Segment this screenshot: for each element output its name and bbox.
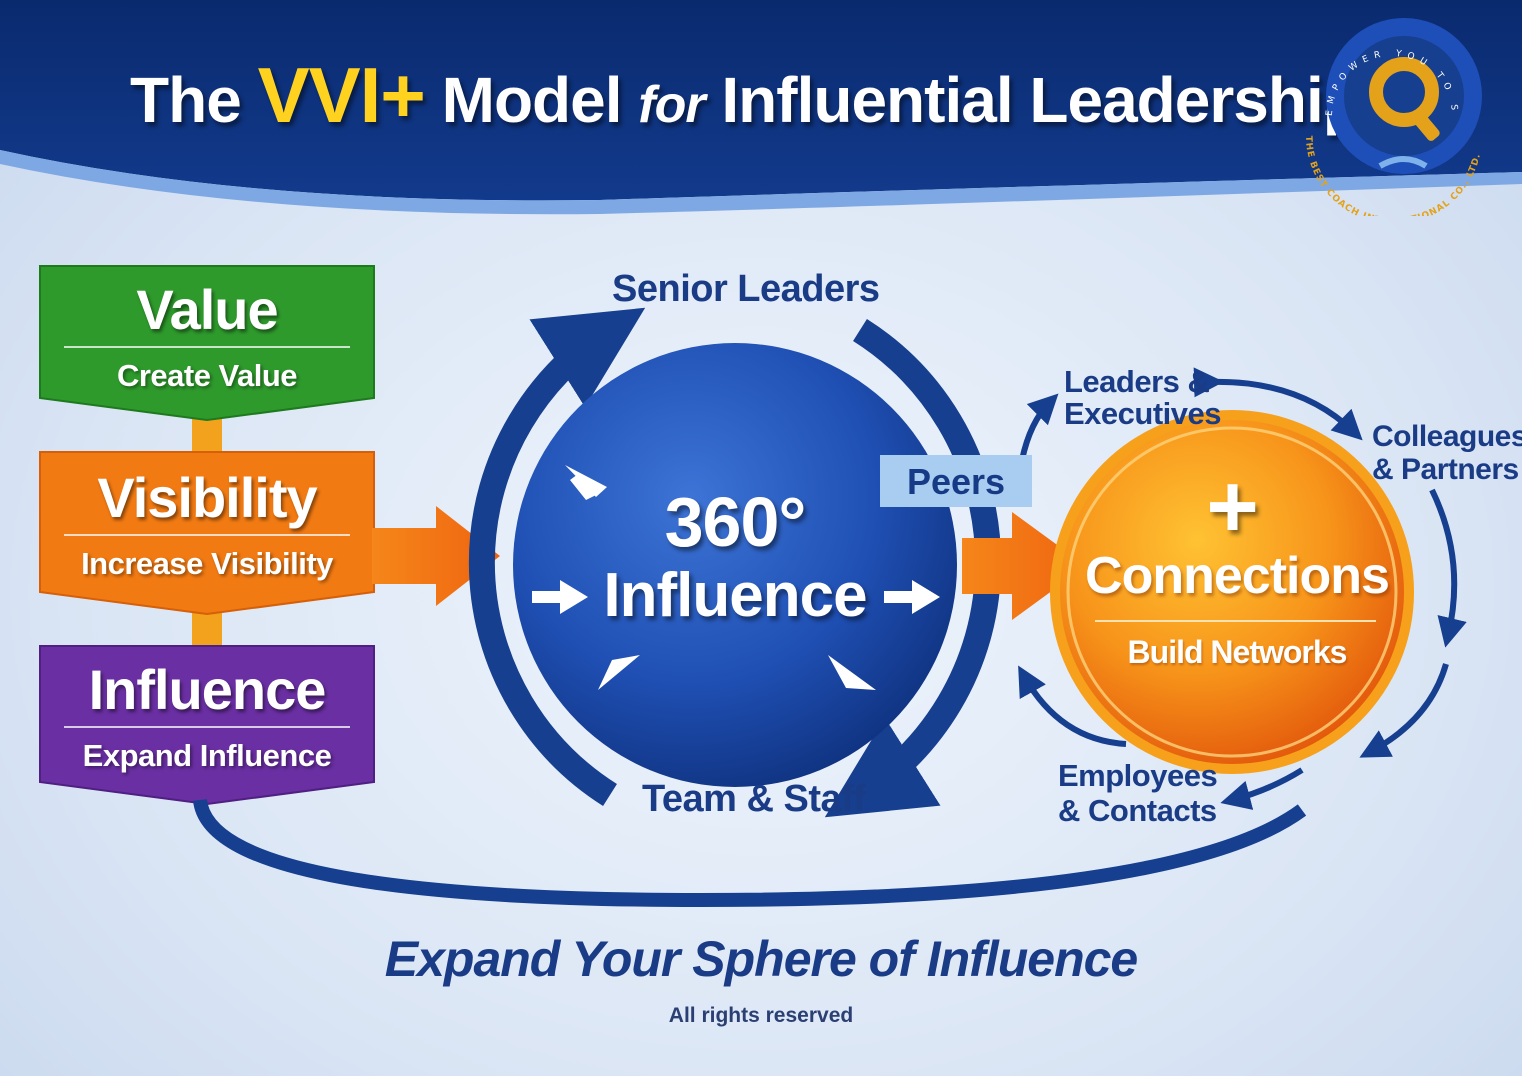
colleagues-line2: & Partners [1372,453,1519,486]
employees-line1: Employees [1058,758,1218,793]
header-wave [0,150,1522,215]
footer-rights: All rights reserved [668,1004,854,1027]
inward-arrow [565,465,607,500]
influence-to-connections-arrow [962,512,1086,620]
arrow-right-lower [1359,663,1449,758]
step-value: Value Create Value [40,282,374,394]
step-influence-title: Influence [88,658,327,721]
label-senior-leaders: Senior Leaders [612,268,880,310]
visibility-to-influence-arrow [372,506,500,606]
magnifier-handshake-icon [1378,156,1428,169]
connections-orb [1060,420,1404,764]
sphere-sweep-arc [193,798,1307,908]
inward-arrows [532,465,940,690]
inward-arrow [598,655,640,690]
title-for: for [638,76,705,134]
connections-title: Connections [1085,547,1390,605]
inward-arrow [828,655,876,690]
arrow-leaders-colleagues [1193,367,1363,441]
step-visibility-subtitle: Increase Visibility [81,546,333,581]
inward-arrow [532,580,588,614]
value-box-shape [39,265,375,422]
step-influence-subtitle: Expand Influence [82,738,332,773]
step-visibility-rule [64,534,350,536]
arrow-to-employees [1220,767,1304,810]
title-pre: The [130,64,242,136]
step-influence: Influence Expand Influence [40,662,374,774]
cycle-arrow-top-left [468,307,646,806]
header-band [0,0,1522,201]
title-mid: Model [441,64,623,136]
connections-subtitle: Build Networks [1127,634,1348,670]
inward-arrow [884,580,940,614]
arrow-to-leaders [1019,393,1059,461]
title-post: Influential Leadership [721,64,1361,136]
step-visibility: Visibility Increase Visibility [40,470,374,582]
center-label: Influence [603,561,867,630]
visibility-box-shape [39,451,375,616]
label-employees-contacts: Employees & Contacts [1058,758,1218,828]
leaders-line1: Leaders & [1064,364,1210,399]
step-value-subtitle: Create Value [116,358,298,393]
title-accent: VVI+ [257,51,426,139]
label-leaders-executives: Leaders & Executives [1064,364,1222,431]
connections-plus: + [1206,457,1259,557]
step-visibility-title: Visibility [97,466,317,529]
employees-line2: & Contacts [1058,793,1217,828]
leaders-line2: Executives [1064,396,1222,431]
influence-box-shape [39,645,375,806]
label-peers: Peers [880,455,1032,507]
center-degrees: 360° [664,483,807,561]
label-team-staff: Team & Staff [642,778,866,820]
footer-tagline: Expand Your Sphere of Influence [384,931,1138,987]
colleagues-line1: Colleagues [1372,420,1522,453]
company-logo: EMPOWER YOU TO SUCCEED THE BEST COACH IN… [1292,16,1482,216]
page-title: The VVI+ Model for Influential Leadershi… [130,50,1362,141]
label-colleagues-partners: Colleagues & Partners [1372,420,1522,486]
arrow-employees-up [1018,665,1127,747]
step-value-rule [64,346,350,348]
step-value-title: Value [136,278,278,341]
step-influence-rule [64,726,350,728]
arrow-colleagues-down [1429,488,1467,648]
